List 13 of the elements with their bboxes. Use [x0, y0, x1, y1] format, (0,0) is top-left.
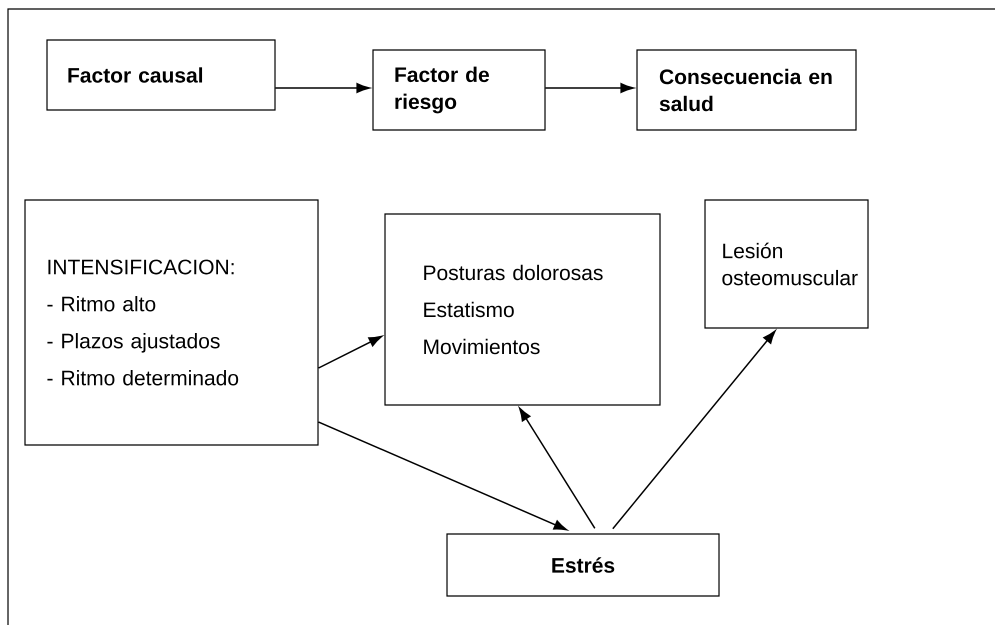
arrow — [318, 421, 568, 530]
process-box: Posturas dolorosas Estatismo Movimientos — [384, 213, 661, 406]
process-box: Factor de riesgo — [372, 49, 546, 131]
arrow — [519, 408, 596, 529]
process-box: Factor causal — [46, 39, 276, 111]
arrow — [546, 83, 634, 93]
arrow — [612, 330, 776, 530]
process-box: Lesión osteomuscular — [704, 199, 869, 329]
arrow — [276, 83, 370, 93]
process-box: Consecuencia en salud — [636, 49, 857, 131]
process-box: Estrés — [446, 533, 720, 597]
arrow — [318, 336, 382, 369]
process-box: INTENSIFICACION: - Ritmo alto - Plazos ajustados - Ritmo determinado — [24, 199, 319, 446]
